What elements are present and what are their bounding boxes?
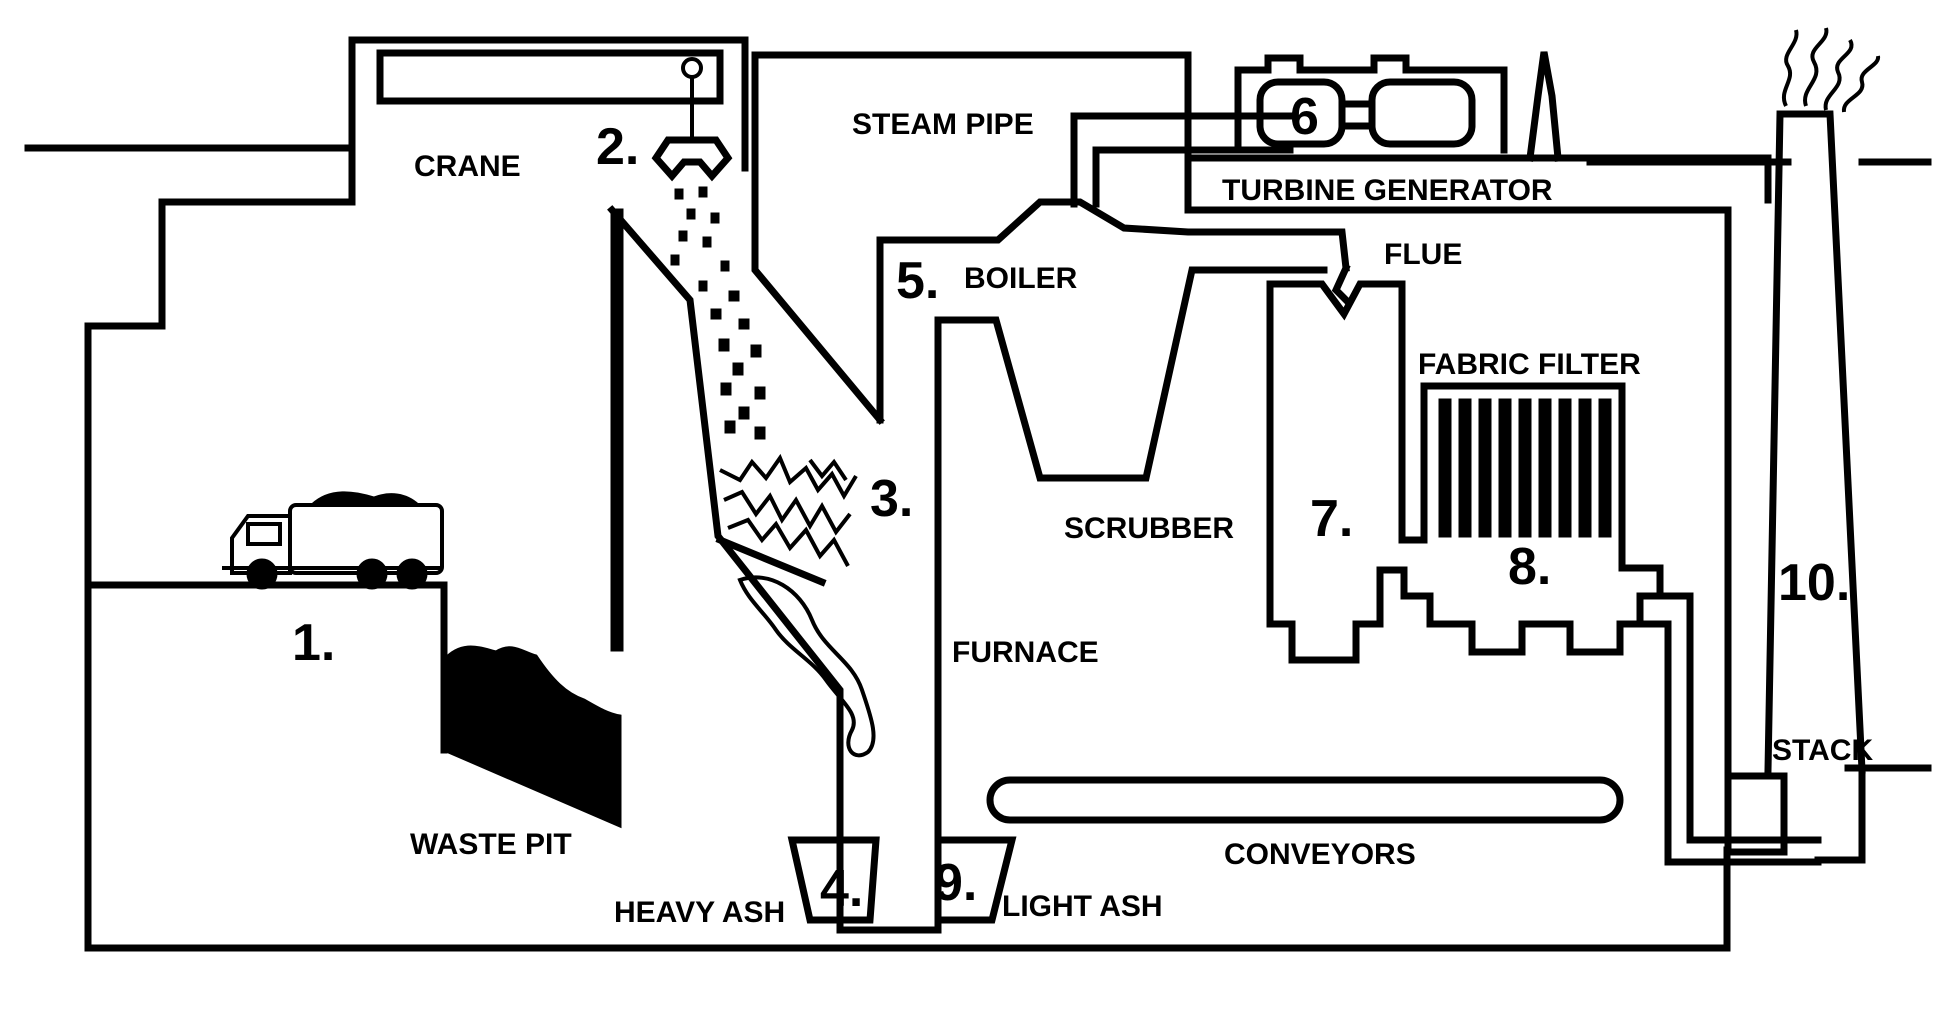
heavy-ash-label: HEAVY ASH (614, 896, 785, 929)
falling-waste (670, 186, 766, 440)
filter-housing-7 (1266, 280, 1664, 664)
light-ash-label: LIGHT ASH (1002, 890, 1163, 923)
step-9-number: 9. (934, 854, 977, 912)
step-8-number: 8. (1508, 538, 1551, 596)
stack-duct (1636, 592, 1822, 866)
heavy-ash-hopper (787, 836, 880, 924)
garbage-truck (222, 491, 444, 590)
step-5-number: 5. (896, 252, 939, 310)
fabric-filter-label: FABRIC FILTER (1418, 348, 1641, 381)
furnace (836, 198, 1350, 934)
step-1-number: 1. (292, 614, 335, 672)
waste-pit-label: WASTE PIT (410, 828, 572, 861)
slag-flow (737, 575, 876, 758)
turbine-generator (1234, 51, 1562, 162)
fabric-filter-bags (1438, 398, 1612, 538)
waste-pile (84, 581, 622, 829)
step-10-number: 10. (1778, 554, 1850, 612)
step-7-number: 7. (1310, 490, 1353, 548)
conveyors-label: CONVEYORS (1224, 838, 1416, 871)
flue (1331, 263, 1351, 305)
boiler-label: BOILER (964, 262, 1078, 295)
stack (1764, 27, 1880, 864)
light-ash-hopper (934, 836, 1017, 924)
flames (715, 453, 858, 587)
step-3-number: 3. (870, 470, 913, 528)
step-6-number: 6 (1290, 88, 1319, 146)
step-4-number: 4. (820, 860, 863, 918)
step-2-number: 2. (596, 118, 639, 176)
steam-pipe (1070, 112, 1294, 208)
crane-label: CRANE (414, 150, 521, 183)
furnace-label: FURNACE (952, 636, 1099, 669)
crane (376, 49, 733, 182)
steam-pipe-label: STEAM PIPE (852, 108, 1034, 141)
conveyor (986, 776, 1624, 824)
scrubber-label: SCRUBBER (1064, 512, 1234, 545)
building-outline (84, 36, 1772, 952)
turbine-generator-label: TURBINE GENERATOR (1222, 174, 1553, 207)
flue-label: FLUE (1384, 238, 1462, 271)
stack-label: STACK (1772, 734, 1873, 767)
feed-chute (607, 51, 885, 934)
